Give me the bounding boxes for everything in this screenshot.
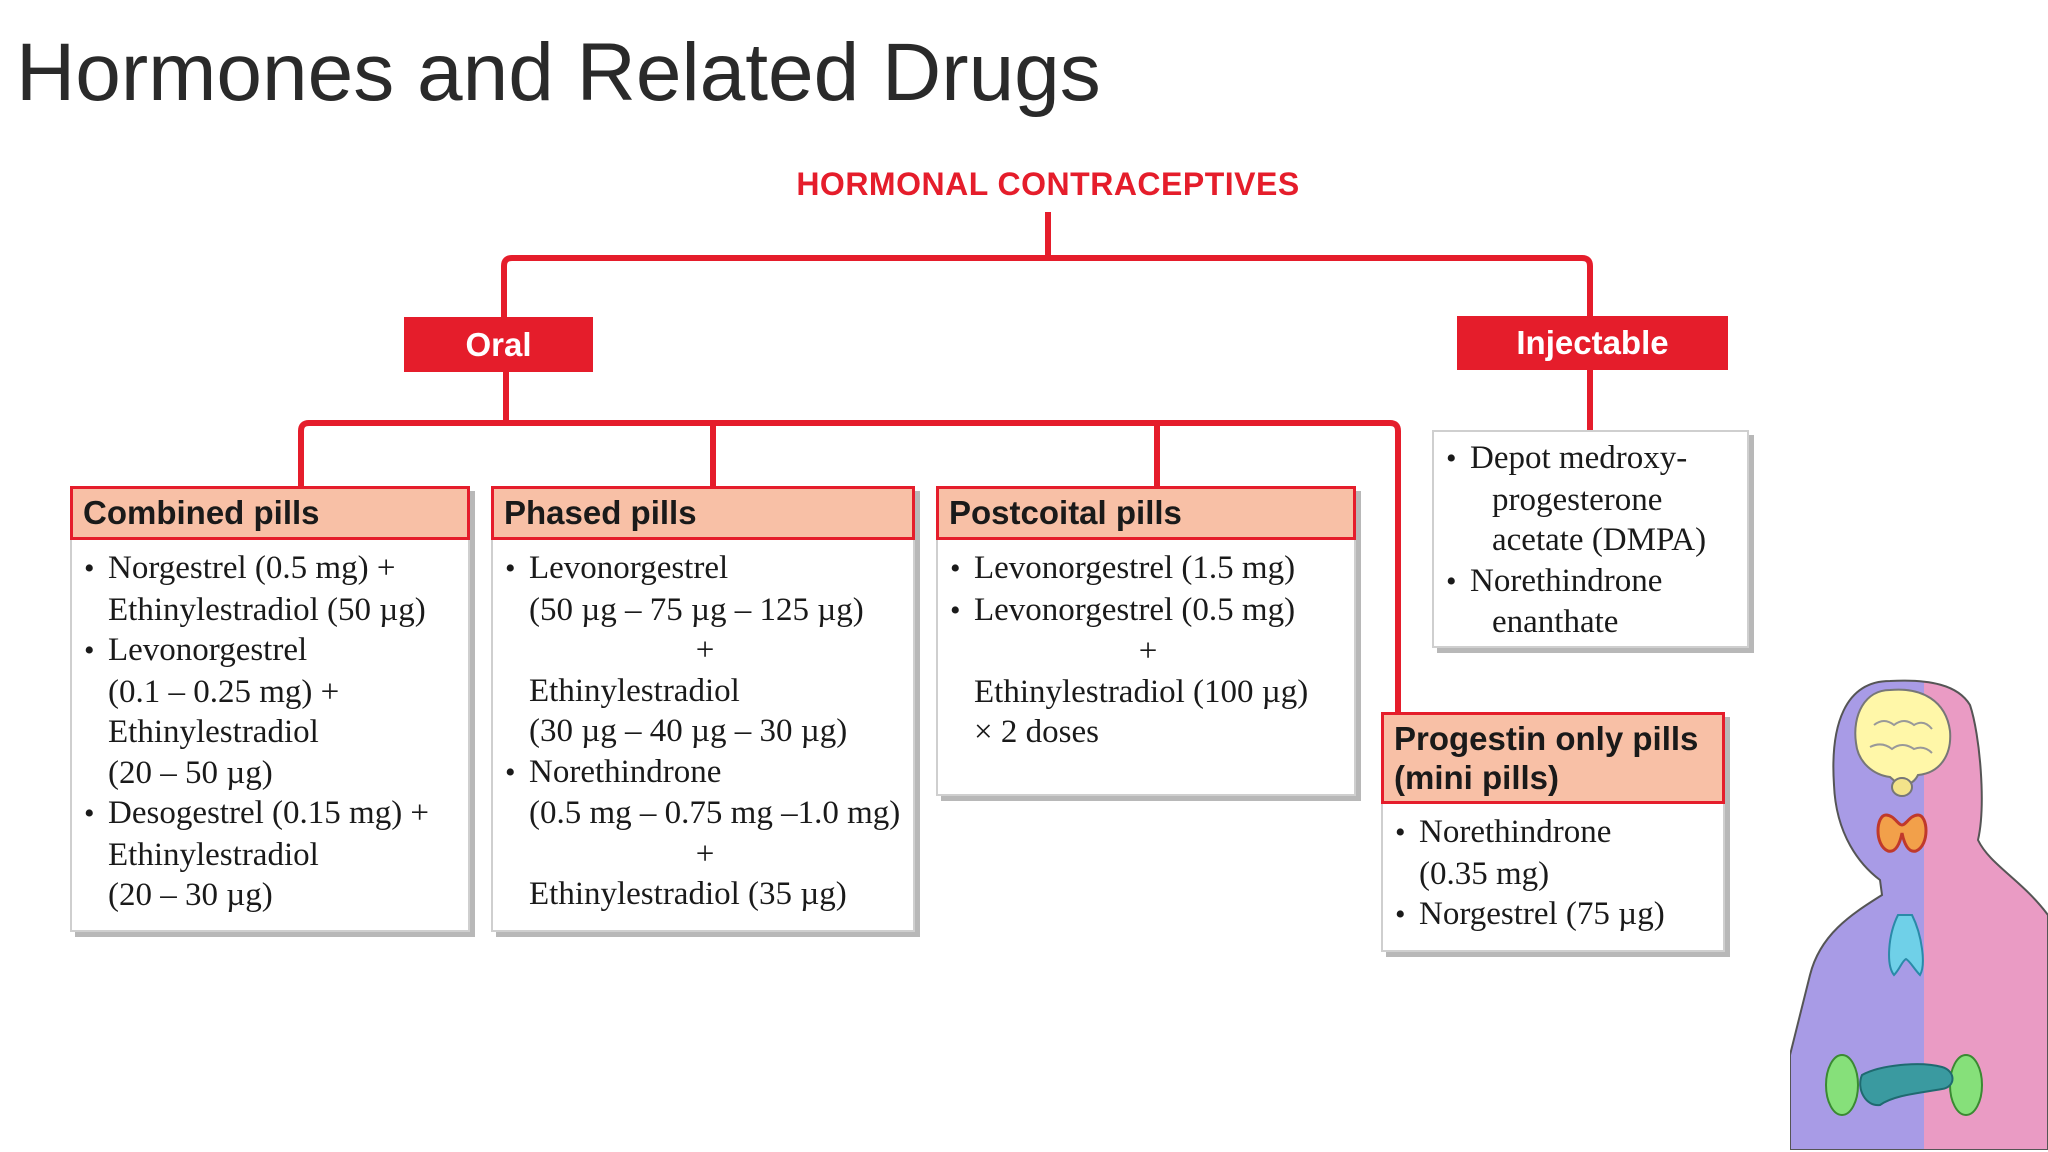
list-item-continuation: (0.35 mg) <box>1419 855 1550 892</box>
postcoital-pills-list: Levonorgestrel (1.5 mg) Levonorgestrel (… <box>938 540 1354 761</box>
human-endocrine-system-icon <box>1790 679 2048 1150</box>
list-item: Norgestrel (0.5 mg) + <box>84 548 460 590</box>
phased-pills-box: Phased pills Levonorgestrel (50 µg – 75 … <box>491 486 915 932</box>
plus-sign: + <box>1138 633 1158 669</box>
postcoital-pills-header: Postcoital pills <box>936 486 1356 540</box>
combined-pills-header: Combined pills <box>70 486 470 540</box>
plus-sign: + <box>695 632 715 668</box>
list-item: Levonorgestrel <box>84 630 460 672</box>
oral-branch-label: Oral <box>404 317 593 372</box>
progestin-header-line: Progestin only pills <box>1394 720 1699 757</box>
slide-title: Hormones and Related Drugs <box>16 27 1101 118</box>
list-item: Norethindrone <box>505 752 905 794</box>
injectable-list: Depot medroxy- progesterone acetate (DMP… <box>1434 432 1747 651</box>
injectable-branch-label: Injectable <box>1457 316 1728 370</box>
list-item: Norgestrel (75 µg) <box>1395 894 1715 936</box>
list-item: Norethindrone <box>1395 812 1715 854</box>
list-item-continuation: Ethinylestradiol <box>108 836 319 873</box>
list-item-continuation: Ethinylestradiol (50 µg) <box>108 591 426 628</box>
postcoital-pills-box: Postcoital pills Levonorgestrel (1.5 mg)… <box>936 486 1356 796</box>
list-item: Levonorgestrel (0.5 mg) <box>950 590 1346 632</box>
plus-sign: + <box>695 835 715 872</box>
combined-pills-list: Norgestrel (0.5 mg) + Ethinylestradiol (… <box>72 540 468 924</box>
list-item-continuation: (20 – 30 µg) <box>108 877 273 913</box>
progestin-only-pills-box: Progestin only pills (mini pills) Noreth… <box>1381 712 1725 952</box>
list-item-continuation: Ethinylestradiol <box>529 672 740 709</box>
list-item-continuation: × 2 doses <box>974 714 1099 750</box>
progestin-only-pills-list: Norethindrone (0.35 mg) Norgestrel (75 µ… <box>1383 804 1723 944</box>
diagram-title: HORMONAL CONTRACEPTIVES <box>796 166 1300 202</box>
progestin-only-pills-header: Progestin only pills (mini pills) <box>1381 712 1725 804</box>
injectable-box: Depot medroxy- progesterone acetate (DMP… <box>1432 430 1749 648</box>
list-item-continuation: (0.1 – 0.25 mg) + <box>108 673 340 710</box>
list-item-continuation: (0.5 mg – 0.75 mg –1.0 mg) <box>529 795 901 831</box>
phased-pills-header: Phased pills <box>491 486 915 540</box>
phased-pills-list: Levonorgestrel (50 µg – 75 µg – 125 µg) … <box>493 540 913 923</box>
list-item: Norethindrone <box>1446 561 1739 603</box>
list-item: Depot medroxy- <box>1446 438 1739 480</box>
progestin-header-line: (mini pills) <box>1394 759 1559 796</box>
list-item-continuation: Ethinylestradiol <box>108 714 319 750</box>
list-item-continuation: Ethinylestradiol (35 µg) <box>529 876 847 912</box>
list-item: Desogestrel (0.15 mg) + <box>84 793 460 835</box>
list-item-continuation: (30 µg – 40 µg – 30 µg) <box>529 713 848 749</box>
list-item: Levonorgestrel <box>505 548 905 590</box>
list-item-continuation: progesterone <box>1492 481 1663 518</box>
list-item-continuation: (20 – 50 µg) <box>108 754 273 791</box>
list-item-continuation: enanthate <box>1492 604 1619 640</box>
list-item: Levonorgestrel (1.5 mg) <box>950 548 1346 590</box>
combined-pills-box: Combined pills Norgestrel (0.5 mg) + Eth… <box>70 486 470 932</box>
list-item-continuation: acetate (DMPA) <box>1492 522 1707 558</box>
list-item-continuation: Ethinylestradiol (100 µg) <box>974 673 1309 710</box>
list-item-continuation: (50 µg – 75 µg – 125 µg) <box>529 591 864 628</box>
